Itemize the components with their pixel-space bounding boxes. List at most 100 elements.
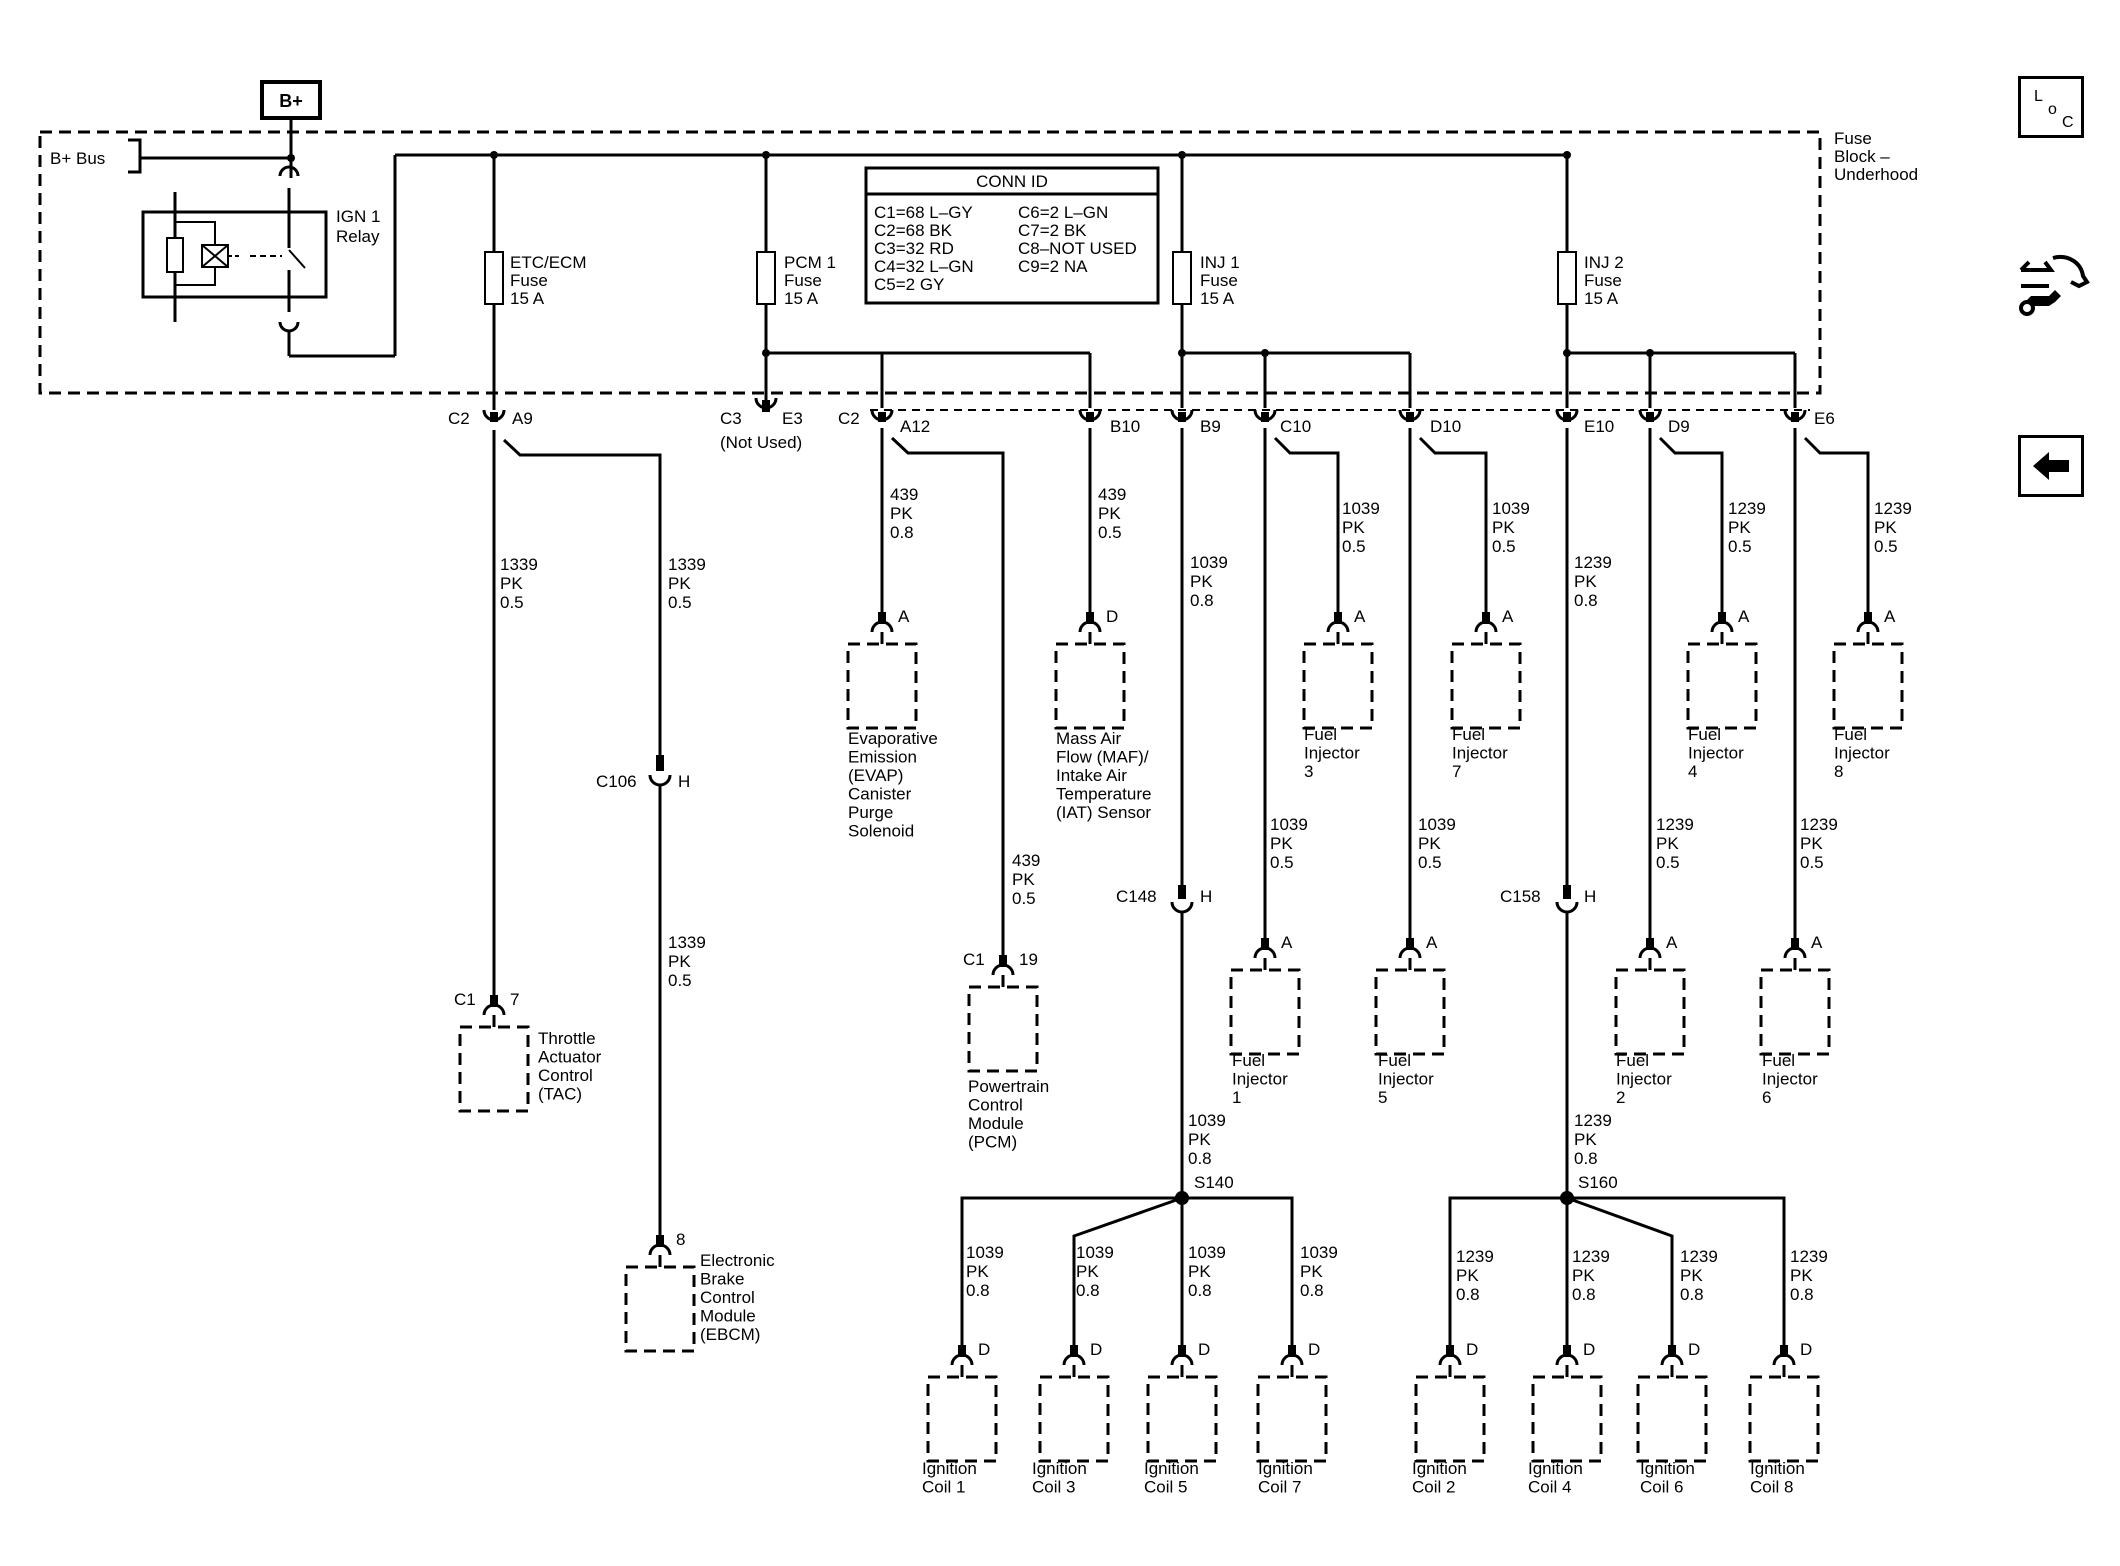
connector-wrench-icon [2019, 255, 2090, 316]
wire-label-line: 1239 [1790, 1247, 1828, 1266]
component-label: Injector [1616, 1070, 1672, 1089]
component-pin [490, 995, 498, 1007]
wire-label-line: 1339 [668, 555, 706, 574]
component-connector [1555, 1353, 1579, 1366]
component-label: Ignition [1412, 1459, 1467, 1478]
component-pin [1334, 612, 1342, 624]
component-pin [1780, 1345, 1788, 1357]
component-box [1374, 968, 1446, 1056]
back-button[interactable] [2018, 435, 2084, 497]
wire-label-line: PK [1342, 518, 1365, 537]
wire-label-line: PK [500, 574, 523, 593]
conn-id-left-1: C1=68 L–GY [874, 203, 973, 222]
component-label: Coil 8 [1750, 1478, 1793, 1497]
wire-label-line: 1039 [1492, 499, 1530, 518]
fuse-etc-ecm: ETC/ECM Fuse 15 A [484, 151, 587, 410]
svg-text:ETC/ECM: ETC/ECM [510, 253, 587, 272]
wire-label-line: 1239 [1574, 553, 1612, 572]
component-pin-label: D [1106, 607, 1118, 626]
wire-label-line: 0.5 [1800, 853, 1824, 872]
conn-id-right-2: C7=2 BK [1018, 221, 1087, 240]
component-pin [656, 1235, 664, 1247]
component-connector [991, 963, 1015, 976]
wire-label-line: PK [1300, 1262, 1323, 1281]
component-label: 1 [1232, 1088, 1241, 1107]
wire-label-line: 1039 [1300, 1243, 1338, 1262]
component-conn-label: C1 [963, 950, 985, 969]
wire-label-line: 1239 [1800, 815, 1838, 834]
wire-label-line: 1039 [1342, 499, 1380, 518]
svg-text:INJ 2: INJ 2 [1584, 253, 1624, 272]
component-label: Canister [848, 785, 912, 804]
wire-label-line: 0.5 [668, 971, 692, 990]
component-label: Fuel [1762, 1051, 1795, 1070]
wire-label-line: 0.5 [500, 593, 524, 612]
component-pin-label: A [1426, 933, 1438, 952]
exit-connector-6 [1398, 409, 1422, 422]
svg-text:INJ 1: INJ 1 [1200, 253, 1240, 272]
wire-label-line: PK [1098, 504, 1121, 523]
component-label: Evaporative [848, 729, 938, 748]
wire-label-line: PK [1076, 1262, 1099, 1281]
component-label: 2 [1616, 1088, 1625, 1107]
component-label: Coil 7 [1258, 1478, 1301, 1497]
fuse-block-label-3: Underhood [1834, 165, 1918, 184]
wire-label-line: 0.5 [1656, 853, 1680, 872]
loc-button[interactable]: L o C [2018, 76, 2084, 138]
wire-label-line: PK [1270, 834, 1293, 853]
connector-view-button[interactable] [2015, 248, 2093, 326]
wire-label-line: PK [1418, 834, 1441, 853]
component-1[interactable]: AEvaporativeEmission(EVAP)CanisterPurgeS… [846, 607, 938, 841]
component-box [926, 1375, 998, 1463]
component-connector [648, 1243, 672, 1256]
component-label: Emission [848, 748, 917, 767]
component-label: Injector [1688, 744, 1744, 763]
wire-label-line: 1339 [668, 933, 706, 952]
svg-text:H: H [1584, 887, 1596, 906]
component-pin-label: A [1666, 933, 1678, 952]
fuse-block-label-1: Fuse [1834, 129, 1872, 148]
wire-label-line: PK [1800, 834, 1823, 853]
component-label: Fuel [1232, 1051, 1265, 1070]
wire-label-line: 0.8 [1680, 1285, 1704, 1304]
exit-connector-1 [482, 409, 506, 422]
component-pin-label: D [1583, 1340, 1595, 1359]
component-box [1229, 968, 1301, 1056]
component-label: Throttle [538, 1029, 596, 1048]
component-pin-label: D [1198, 1340, 1210, 1359]
component-pin-label: 8 [676, 1230, 685, 1249]
svg-text:H: H [678, 772, 690, 791]
component-connector [1398, 946, 1422, 959]
component-label: Control [538, 1066, 593, 1085]
component-label: 5 [1378, 1088, 1387, 1107]
component-pin-label: A [1354, 607, 1366, 626]
component-pin-label: A [1502, 607, 1514, 626]
wire-label-line: PK [1012, 870, 1035, 889]
